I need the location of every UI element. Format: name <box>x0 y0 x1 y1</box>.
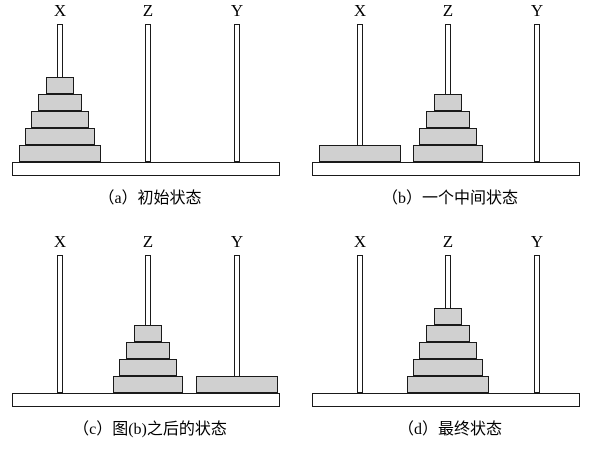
peg-label-z: Z <box>442 232 454 251</box>
peg-label-z: Z <box>142 232 154 251</box>
base-bar <box>12 162 280 176</box>
disk-size-3[interactable] <box>31 111 89 128</box>
peg-y[interactable] <box>234 24 240 162</box>
disk-size-1[interactable] <box>434 308 462 325</box>
peg-x[interactable] <box>357 24 363 162</box>
panel-d-caption: （d）最终状态 <box>397 421 502 438</box>
panel-d: X Z Y （d）最终状态 <box>300 231 600 462</box>
disk-size-2[interactable] <box>38 94 82 111</box>
disk-size-3[interactable] <box>419 128 477 145</box>
panel-b-caption: （b）一个中间状态 <box>381 190 518 207</box>
disk-size-2[interactable] <box>126 342 170 359</box>
disk-size-4[interactable] <box>413 359 483 376</box>
peg-label-x: X <box>53 1 67 20</box>
disk-size-1[interactable] <box>46 77 74 94</box>
peg-x[interactable] <box>57 255 63 393</box>
base-bar <box>312 162 580 176</box>
disk-size-5[interactable] <box>196 376 278 393</box>
disk-size-3[interactable] <box>119 359 177 376</box>
disk-size-5[interactable] <box>407 376 489 393</box>
panel-c-caption: （c）图(b)之后的状态 <box>73 421 227 438</box>
peg-z[interactable] <box>145 24 151 162</box>
panel-a: X Z Y （a）初始状态 <box>0 0 300 231</box>
disk-size-2[interactable] <box>426 325 470 342</box>
base-bar <box>312 393 580 407</box>
peg-y[interactable] <box>534 255 540 393</box>
peg-y[interactable] <box>534 24 540 162</box>
disk-size-4[interactable] <box>413 145 483 162</box>
disk-size-1[interactable] <box>134 325 162 342</box>
disk-size-4[interactable] <box>25 128 95 145</box>
base-bar <box>12 393 280 407</box>
disk-size-4[interactable] <box>113 376 183 393</box>
panel-c: X Z Y （c）图(b)之后的状态 <box>0 231 300 462</box>
peg-label-z: Z <box>142 1 154 20</box>
panel-a-caption: （a）初始状态 <box>98 190 202 207</box>
peg-label-y: Y <box>230 1 244 20</box>
peg-x[interactable] <box>357 255 363 393</box>
disk-size-2[interactable] <box>426 111 470 128</box>
panel-b: X Z Y （b）一个中间状态 <box>300 0 600 231</box>
peg-label-x: X <box>353 1 367 20</box>
disk-size-3[interactable] <box>419 342 477 359</box>
peg-label-z: Z <box>442 1 454 20</box>
peg-label-x: X <box>353 232 367 251</box>
disk-size-5[interactable] <box>19 145 101 162</box>
peg-y[interactable] <box>234 255 240 393</box>
peg-label-y: Y <box>230 232 244 251</box>
disk-size-5[interactable] <box>319 145 401 162</box>
disk-size-1[interactable] <box>434 94 462 111</box>
peg-label-y: Y <box>530 1 544 20</box>
peg-label-y: Y <box>530 232 544 251</box>
peg-label-x: X <box>53 232 67 251</box>
